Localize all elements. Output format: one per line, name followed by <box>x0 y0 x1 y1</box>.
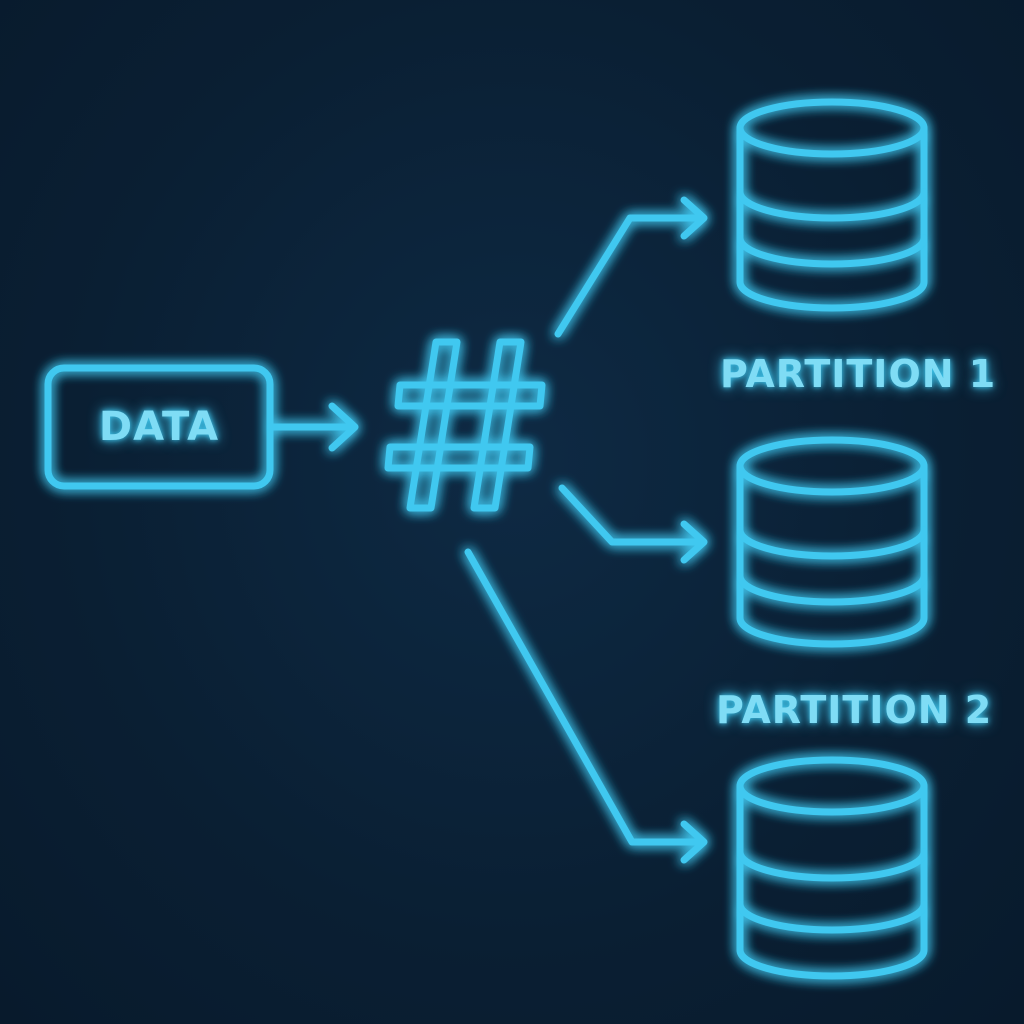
database-icon <box>736 756 928 980</box>
arrow-to-partition-1 <box>554 196 708 338</box>
data-label: DATA <box>98 404 220 450</box>
database-icon <box>736 436 928 648</box>
partition-2-label: PARTITION 2 <box>716 688 993 732</box>
hash-icon <box>384 338 546 512</box>
arrow-to-partition-2 <box>558 484 708 564</box>
partition-1-label: PARTITION 1 <box>720 352 997 396</box>
arrow-data-to-hash <box>266 402 359 452</box>
arrow-to-partition-3 <box>464 548 708 864</box>
database-icon <box>736 98 928 312</box>
